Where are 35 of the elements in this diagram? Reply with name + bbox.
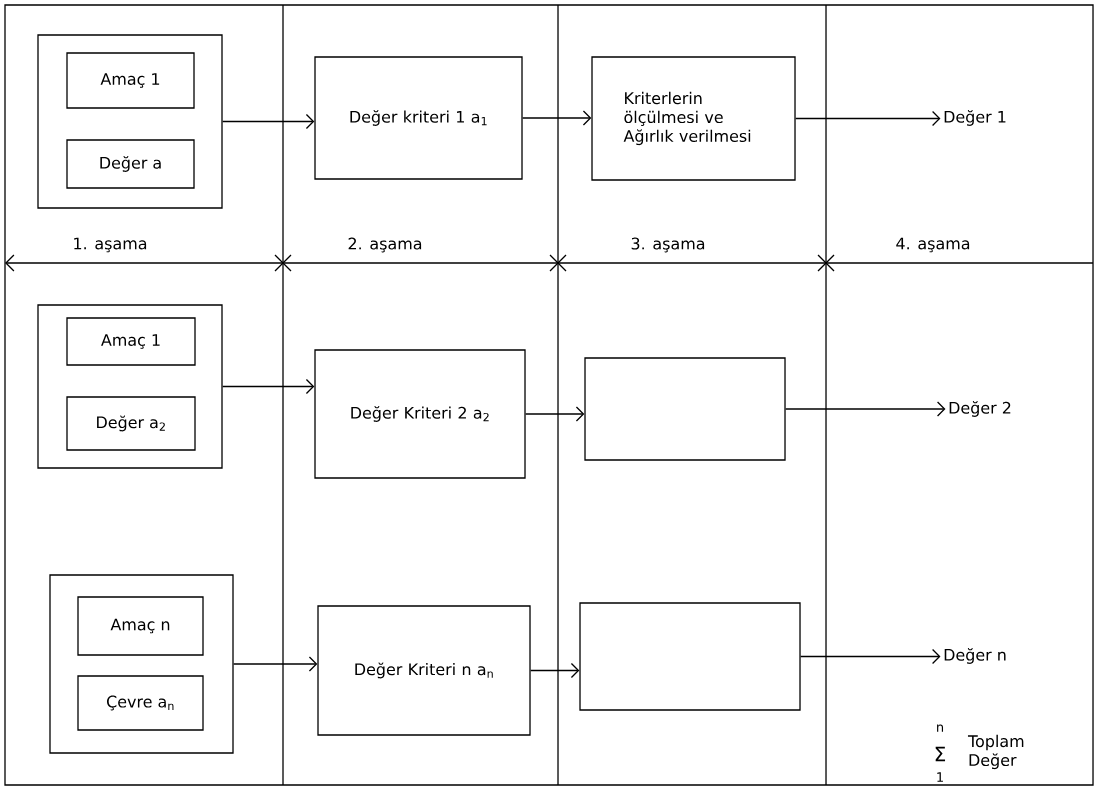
arrow (530, 662, 580, 679)
arrow (522, 110, 592, 126)
stage-label: 2. aşama (348, 237, 422, 253)
group-box (37, 34, 223, 209)
arrow (525, 406, 585, 422)
process-box: Amaç 1 (66, 317, 196, 366)
process-box: Değer kriteri 1 a$_{1}$ (314, 56, 523, 180)
value-text: Değer 2 (949, 401, 1011, 417)
sum-limit: 1 (937, 772, 943, 782)
arrow (800, 648, 941, 665)
empty-box (584, 357, 786, 461)
group-box (49, 574, 234, 754)
group-box (37, 304, 223, 469)
stage-label: 1. aşama (74, 237, 147, 253)
value-text: Değer 1 (944, 110, 1006, 126)
stage-label: 3. aşama (631, 237, 705, 253)
arrow (222, 378, 315, 395)
process-box: Kriterlerin ölçülmesi ve Ağırlık verilmesi (591, 56, 796, 181)
process-box: Değer a$_{2}$ (66, 396, 196, 451)
process-box: Değer Kriteri n a$_{n}$ (317, 605, 531, 736)
arrow (785, 401, 946, 417)
process-box: Çevre a$_{n}$ (77, 675, 204, 731)
process-box: Değer Kriteri 2 a$_{2}$ (314, 349, 526, 479)
value-text: Değer n (944, 648, 1006, 664)
sum-limit: n (937, 724, 943, 732)
empty-box (579, 602, 801, 711)
stage-label: 4. aşama (896, 237, 970, 253)
process-box: Amaç 1 (66, 52, 195, 109)
sum-label: Toplam Değer (967, 734, 1024, 770)
process-box: Amaç n (77, 596, 204, 656)
arrow (233, 656, 318, 672)
arrow (795, 110, 941, 127)
arrow (222, 113, 315, 130)
sum-symbol: Σ (935, 746, 946, 762)
process-box: Değer a (66, 139, 195, 189)
